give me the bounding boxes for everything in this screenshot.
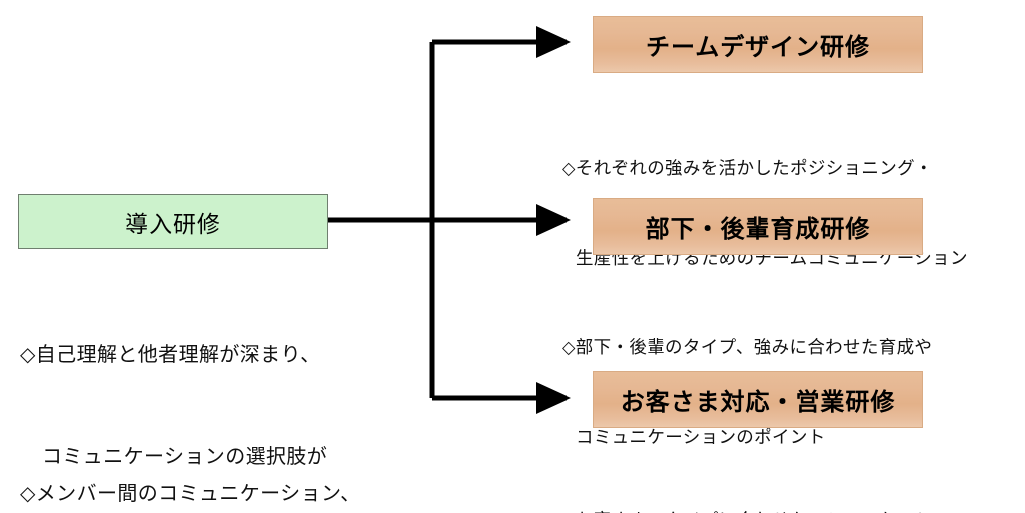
target-description-3: ◇お客さまのタイプに合わせたコミュニケーション の取り方、営業する際のポイント (562, 446, 968, 513)
source-description-2: ◇メンバー間のコミュニケーション、 関係性が良くなります。 (20, 408, 361, 513)
description-line: コミュニケーションのポイント (576, 428, 826, 448)
target-description-2: ◇部下・後輩のタイプ、強みに合わせた育成や コミュニケーションのポイント (562, 273, 932, 513)
description-line: ◇それぞれの強みを活かしたポジショニング・ (562, 159, 933, 179)
target-node-subordinate-development-training[interactable]: 部下・後輩育成研修 (593, 198, 923, 255)
description-line: ◇メンバー間のコミュニケーション、 (20, 481, 361, 505)
description-line: ◇自己理解と他者理解が深まり、 (20, 342, 321, 366)
source-node-intro-training[interactable]: 導入研修 (18, 194, 328, 249)
description-line: コミュニケーションの選択肢が (42, 444, 328, 468)
source-description-1: ◇自己理解と他者理解が深まり、 コミュニケーションの選択肢が 拡がります。 (20, 269, 327, 513)
target-node-team-design-training[interactable]: チームデザイン研修 (593, 16, 923, 73)
description-line: ◇お客さまのタイプに合わせたコミュニケーション (562, 506, 968, 513)
target-node-customer-sales-training[interactable]: お客さま対応・営業研修 (593, 371, 923, 428)
description-line: ◇部下・後輩のタイプ、強みに合わせた育成や (562, 338, 933, 358)
